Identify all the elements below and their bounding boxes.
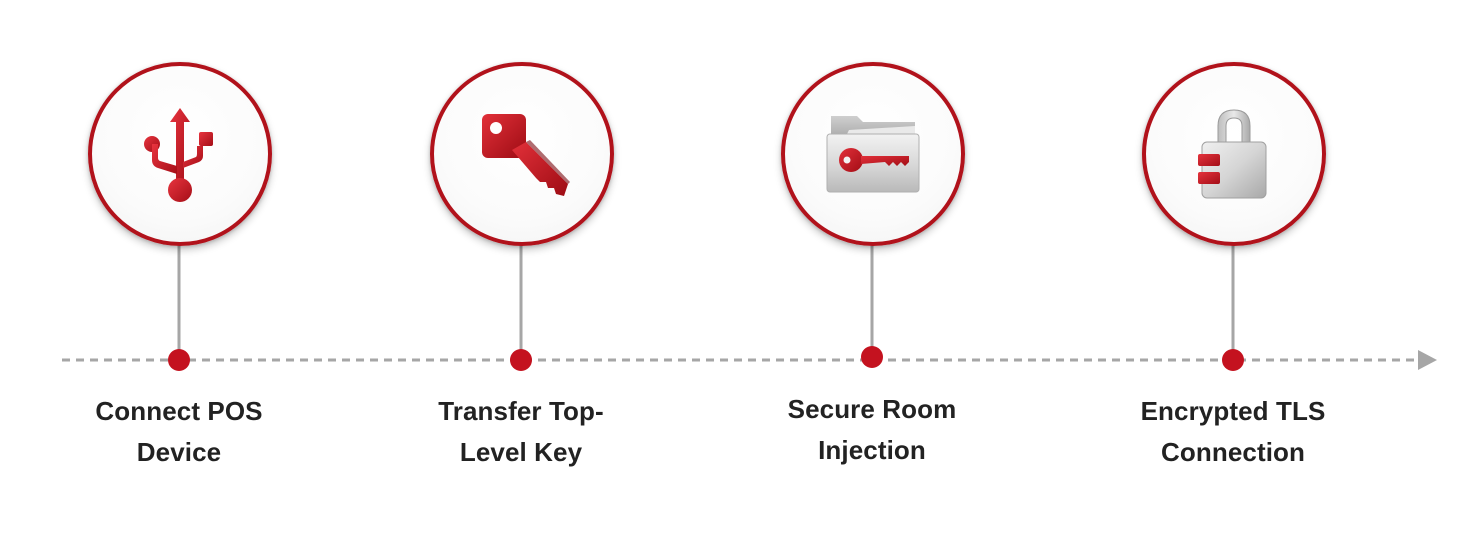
step-label-line: Transfer Top- — [438, 396, 604, 426]
step-label: Connect POS Device — [29, 391, 329, 473]
step-label: Secure Room Injection — [722, 389, 1022, 471]
step-label-line: Injection — [818, 435, 926, 465]
key-folder-icon — [826, 116, 920, 193]
timeline-dot — [861, 346, 883, 368]
step-label-line: Connection — [1161, 437, 1305, 467]
timeline-dot — [510, 349, 532, 371]
step-label-line: Secure Room — [787, 394, 957, 424]
step-label-line: Device — [136, 437, 222, 467]
step-label-line: Connect POS — [95, 396, 263, 426]
timeline-dot — [168, 349, 190, 371]
timeline-arrowhead — [1418, 350, 1437, 370]
step-icon-circle — [1142, 62, 1326, 246]
step-label-line: Level Key — [459, 437, 583, 467]
key-icon — [482, 114, 570, 196]
step-icon-circle — [781, 62, 965, 246]
padlock-icon — [1198, 109, 1267, 199]
step-icon-circle — [88, 62, 272, 246]
step-icon-circle — [430, 62, 614, 246]
timeline-dot — [1222, 349, 1244, 371]
usb-icon — [144, 108, 213, 202]
step-label: Transfer Top- Level Key — [371, 391, 671, 473]
step-label: Encrypted TLS Connection — [1083, 391, 1383, 473]
step-label-line: Encrypted TLS — [1140, 396, 1326, 426]
